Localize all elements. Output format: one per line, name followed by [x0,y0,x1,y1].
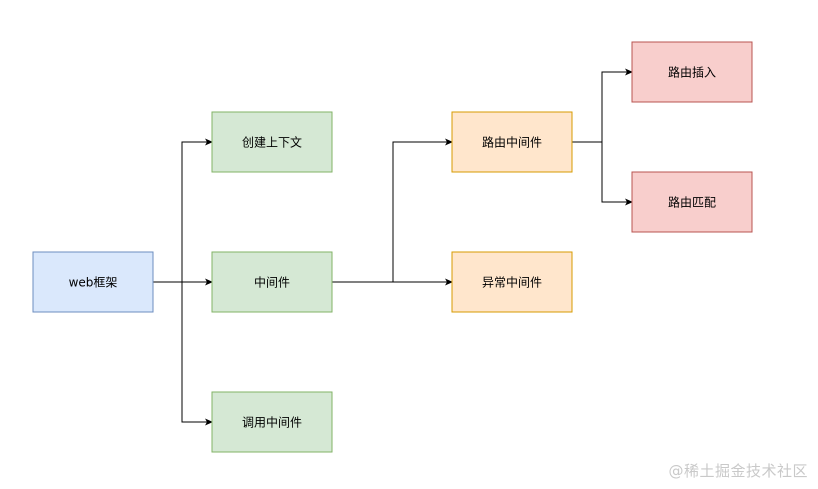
node-match-box [631,171,753,233]
node-ctx-box [211,111,333,173]
node-insert-box [631,41,753,103]
node-routemw: 路由中间件 [451,111,573,173]
node-web-label: web框架 [69,276,118,290]
edge-routemw-to-match [572,141,633,206]
node-insert: 路由插入 [631,41,753,103]
node-call: 调用中间件 [211,391,333,453]
node-errmw: 异常中间件 [451,251,573,313]
watermark-text: @稀土掘金技术社区 [668,462,808,480]
node-web: web框架 [32,251,154,313]
node-mw-box [211,251,333,313]
node-web-box [32,251,154,313]
node-mw-label: 中间件 [254,275,290,290]
node-errmw-box [451,251,573,313]
edge-web-to-call [153,281,213,426]
node-routemw-label: 路由中间件 [482,135,542,150]
node-insert-label: 路由插入 [668,65,716,80]
node-match-label: 路由匹配 [668,195,716,210]
edge-mw-to-routemw [332,138,453,283]
node-call-box [211,391,333,453]
node-ctx: 创建上下文 [211,111,333,173]
node-match: 路由匹配 [631,171,753,233]
node-mw: 中间件 [211,251,333,313]
node-routemw-box [451,111,573,173]
node-ctx-label: 创建上下文 [242,135,302,150]
edges-layer [153,68,633,426]
edge-routemw-to-insert [572,68,633,143]
node-errmw-label: 异常中间件 [482,275,542,290]
edge-web-to-ctx [153,138,213,283]
node-call-label: 调用中间件 [242,415,302,430]
